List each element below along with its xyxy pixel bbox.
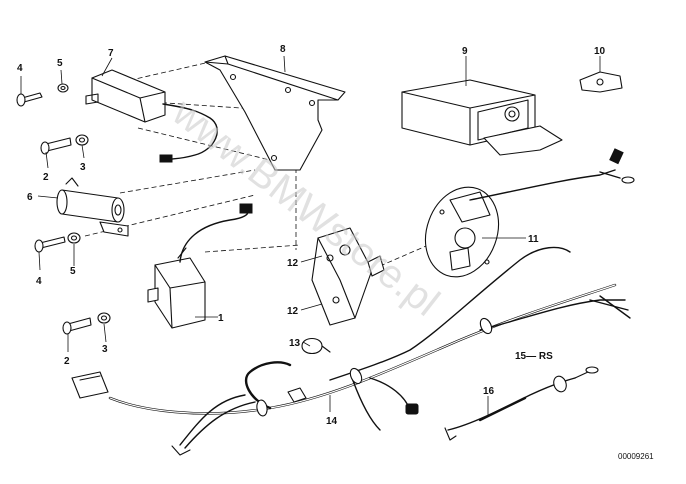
label-part-10: 10 <box>594 46 606 57</box>
label-part-2-lower: 2 <box>64 356 70 367</box>
label-part-12: 12 <box>287 258 299 269</box>
leader-lines <box>20 55 601 416</box>
small-bracket <box>579 71 623 93</box>
label-part-3-lower: 3 <box>102 344 108 355</box>
label-part-11: 11 <box>528 234 539 245</box>
condenser <box>56 177 129 237</box>
label-part-6: 6 <box>27 192 33 203</box>
label-part-12-lower: 12 <box>287 306 299 317</box>
label-part-13: 13 <box>289 338 301 349</box>
housing-box <box>401 79 563 156</box>
wiring-harness <box>71 246 631 456</box>
label-part-5: 5 <box>57 58 63 69</box>
label-part-14: 14 <box>326 416 338 427</box>
label-part-8: 8 <box>280 44 286 55</box>
reference-number: 00009261 <box>618 452 654 461</box>
ignition-plate <box>424 148 635 278</box>
label-part-4-lower: 4 <box>36 276 42 287</box>
label-part-5-lower: 5 <box>70 266 76 277</box>
part-labels: 4 5 7 8 9 10 2 3 6 4 5 1 2 3 12 12 13 14… <box>17 44 606 427</box>
label-part-16: 16 <box>483 386 495 397</box>
cable-clip <box>301 337 331 355</box>
label-part-15: 15— RS <box>515 351 553 362</box>
bracket-plate <box>204 55 346 171</box>
label-part-1: 1 <box>218 313 224 324</box>
breaker-plate <box>311 227 385 326</box>
label-part-7: 7 <box>108 48 114 59</box>
ignition-module <box>147 203 253 329</box>
sensor-lead <box>444 366 599 441</box>
label-part-4: 4 <box>17 63 23 74</box>
label-part-9: 9 <box>462 46 468 57</box>
control-module <box>85 69 218 163</box>
fasteners <box>16 83 111 335</box>
label-part-2: 2 <box>43 172 49 183</box>
label-part-3: 3 <box>80 162 86 173</box>
